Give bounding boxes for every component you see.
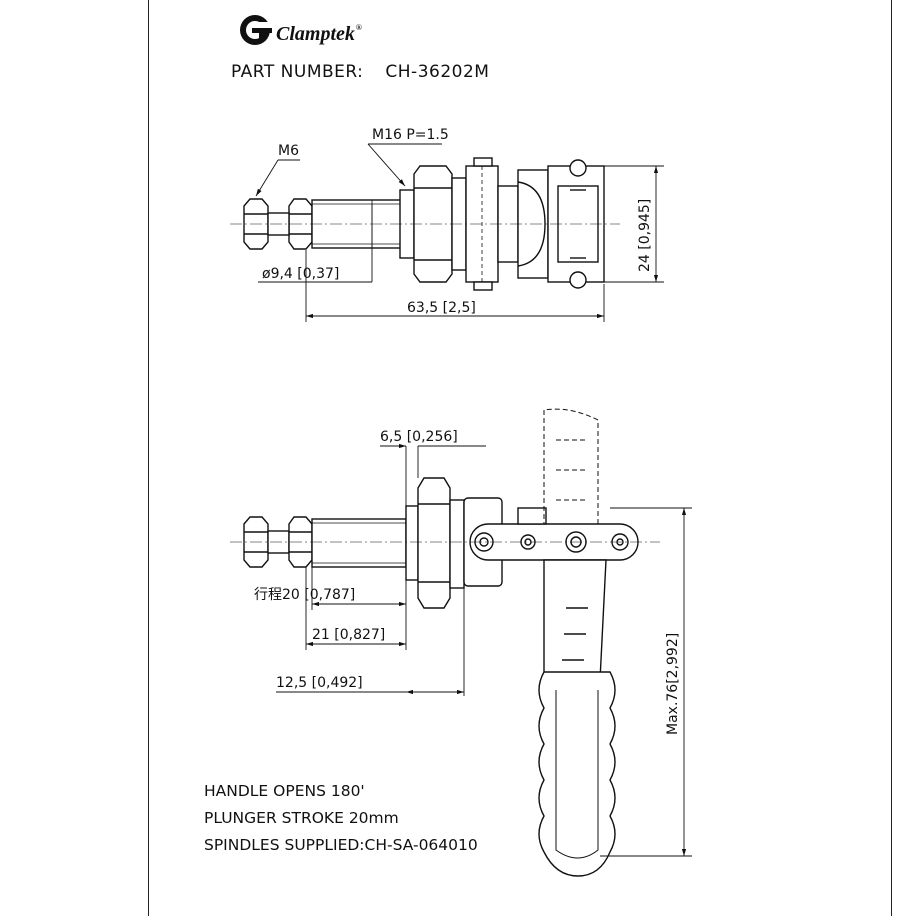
part-number-label: PART NUMBER: [231, 62, 364, 82]
sheet-border-left [148, 0, 149, 916]
stroke-label: 行程20 [0,787] [254, 587, 355, 603]
drawing-notes: HANDLE OPENS 180' PLUNGER STROKE 20mm SP… [204, 778, 478, 859]
m16-label: M16 P=1.5 [372, 127, 449, 143]
note-plunger-stroke: PLUNGER STROKE 20mm [204, 809, 399, 827]
top-view-dimensions [255, 143, 664, 322]
shank-diameter-label: ø9,4 [0,37] [262, 266, 339, 282]
side-view [230, 408, 660, 877]
height-label: 24 [0,945] [637, 199, 653, 272]
part-number: PART NUMBER: CH-36202M [231, 62, 489, 82]
top-view [230, 157, 620, 291]
nut-thickness-label: 6,5 [0,256] [380, 429, 458, 445]
note-handle-opens: HANDLE OPENS 180' [204, 782, 365, 800]
dim-12-5-label: 12,5 [0,492] [276, 675, 363, 691]
brand-name: Clamptek [276, 22, 355, 45]
registered-mark: ® [355, 22, 362, 32]
brand-logo: Clamptek® [238, 12, 362, 48]
part-number-value: CH-36202M [385, 62, 490, 82]
max-height-label: Max.76[2,992] [665, 633, 681, 735]
clamptek-logo-icon [240, 15, 272, 45]
overall-length-label: 63,5 [2,5] [407, 300, 476, 316]
side-view-dimensions [276, 443, 692, 857]
dim-21-label: 21 [0,827] [312, 627, 385, 643]
sheet-border-right [891, 0, 892, 916]
m6-label: M6 [278, 143, 299, 159]
note-spindles-supplied: SPINDLES SUPPLIED:CH-SA-064010 [204, 836, 478, 854]
